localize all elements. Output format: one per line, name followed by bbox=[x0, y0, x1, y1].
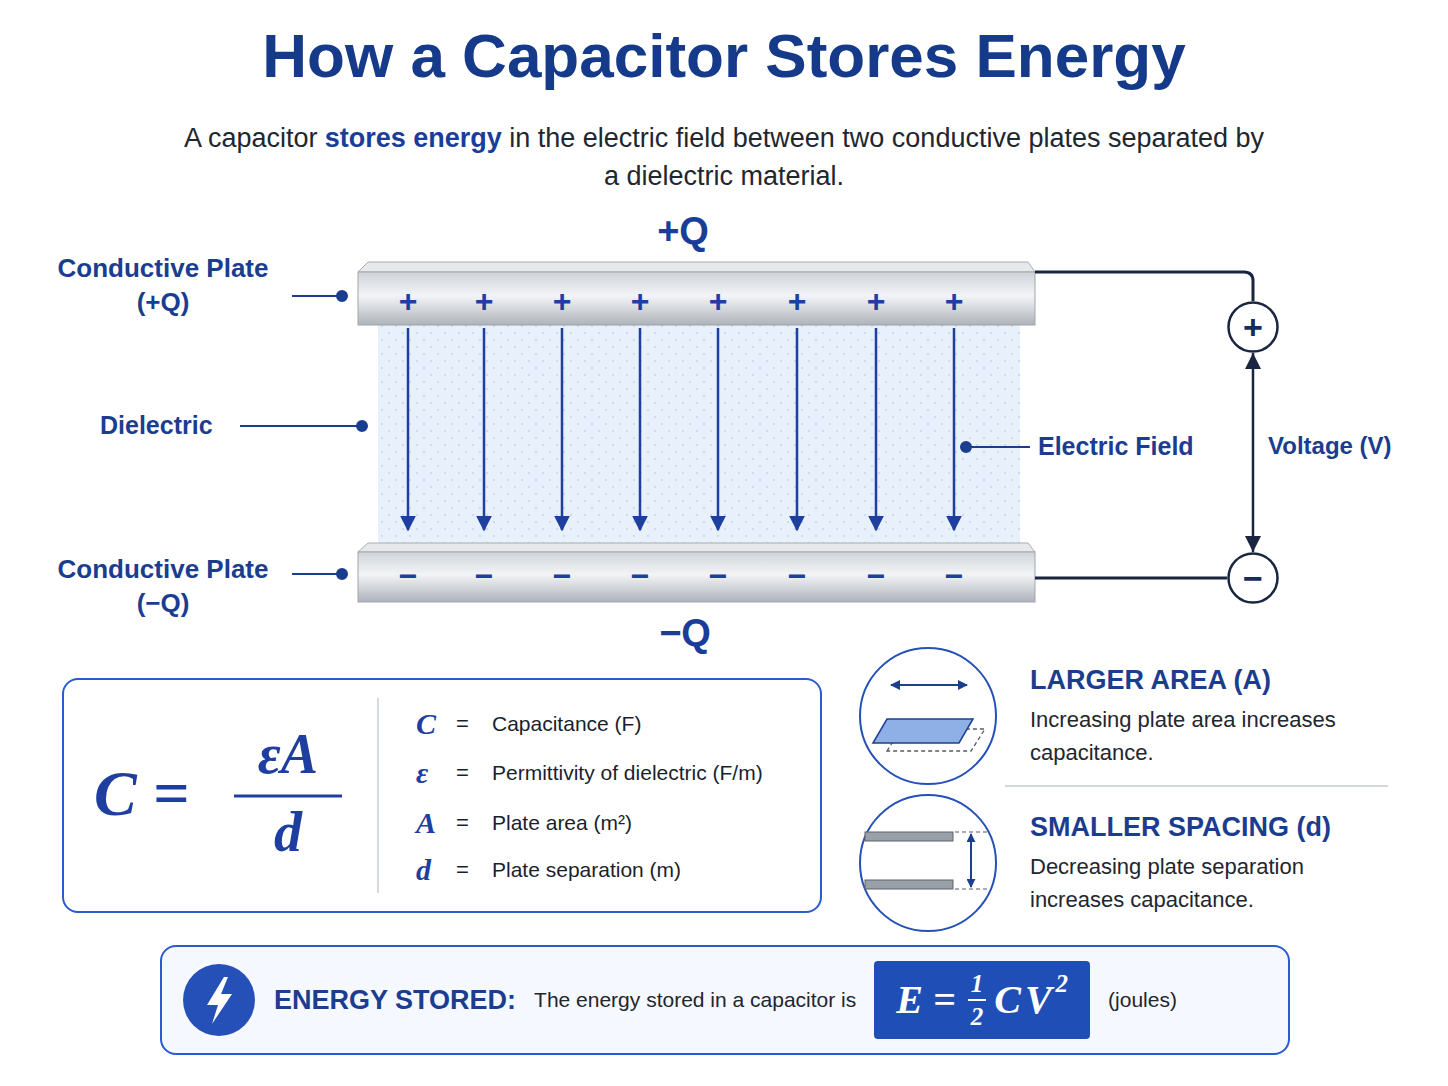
plus-sign: + bbox=[934, 285, 974, 317]
minus-sign: − bbox=[698, 560, 738, 592]
field-arrows bbox=[408, 328, 954, 530]
minus-sign: − bbox=[542, 560, 582, 592]
symbol: d bbox=[416, 855, 431, 885]
symbol: ε bbox=[416, 758, 428, 788]
dielectric-texture bbox=[378, 325, 1020, 543]
formula-text: E = bbox=[896, 980, 955, 1020]
divider-line bbox=[1005, 785, 1388, 787]
bottom-plate bbox=[358, 543, 1035, 602]
top-plate bbox=[358, 262, 1035, 325]
plus-sign: + bbox=[542, 285, 582, 317]
icon-circle bbox=[855, 792, 1005, 934]
plus-sign: + bbox=[777, 285, 817, 317]
minus-sign: − bbox=[934, 560, 974, 592]
formula-box: C = εA d C = Capacitance (F) ε = Permittivity of… bbox=[62, 678, 822, 913]
plus-sign: + bbox=[464, 285, 504, 317]
subtitle-text: A capacitor bbox=[184, 123, 318, 153]
panel-heading: LARGER AREA (A) bbox=[1030, 667, 1271, 694]
icon-circle bbox=[855, 645, 1005, 787]
terminal-circle: + bbox=[1227, 301, 1279, 353]
plate-label: Conductive Plate (+Q) bbox=[38, 252, 288, 320]
fraction-denominator: 2 bbox=[971, 1001, 984, 1029]
equals-sign: = bbox=[456, 812, 469, 834]
divider-line bbox=[377, 698, 379, 893]
terminal-sign: − bbox=[1227, 561, 1279, 595]
title: How a Capacitor Stores Energy bbox=[0, 22, 1448, 90]
definition: Permittivity of dielectric (F/m) bbox=[492, 762, 763, 783]
definition: Plate separation (m) bbox=[492, 859, 681, 880]
energy-formula-box: E =12CV2 bbox=[874, 961, 1090, 1039]
energy-text: (joules) bbox=[1108, 988, 1177, 1012]
info-panel: SMALLER SPACING (d) Decreasing plate sepa… bbox=[855, 792, 1395, 934]
definition: Plate area (m²) bbox=[492, 812, 632, 833]
equals-sign: = bbox=[456, 762, 469, 784]
symbol: A bbox=[416, 808, 436, 838]
minus-sign: − bbox=[388, 560, 428, 592]
terminal-circle: − bbox=[1227, 552, 1279, 604]
panel-body: Decreasing plate separation increases ca… bbox=[1030, 850, 1350, 916]
minus-sign: − bbox=[464, 560, 504, 592]
formula-numerator: εA bbox=[234, 726, 342, 782]
exponent: 2 bbox=[1056, 971, 1069, 996]
minus-sign: − bbox=[777, 560, 817, 592]
subtitle-text: in the electric field between two conduc… bbox=[509, 123, 1264, 191]
formula-text: CV bbox=[994, 980, 1055, 1020]
subtitle-text: stores energy bbox=[325, 123, 502, 153]
panel-heading: SMALLER SPACING (d) bbox=[1030, 814, 1331, 841]
equals-sign: = bbox=[456, 859, 469, 881]
voltage-label: Voltage (V) bbox=[1268, 434, 1392, 458]
dielectric-label: Dielectric bbox=[100, 413, 213, 438]
charge-label: −Q bbox=[635, 614, 735, 652]
minus-sign: − bbox=[620, 560, 660, 592]
plus-sign: + bbox=[620, 285, 660, 317]
voltage-arrow bbox=[1252, 353, 1255, 552]
charge-label: +Q bbox=[633, 212, 733, 250]
dielectric bbox=[378, 325, 1020, 543]
equals-sign: = bbox=[456, 713, 469, 735]
fraction-bar bbox=[234, 795, 342, 798]
plate-label: Conductive Plate (−Q) bbox=[38, 553, 288, 621]
symbol: C bbox=[416, 709, 436, 739]
energy-heading: ENERGY STORED: bbox=[274, 985, 516, 1016]
formula-text: C = bbox=[94, 762, 189, 826]
terminal-sign: + bbox=[1227, 310, 1279, 344]
plus-sign: + bbox=[388, 285, 428, 317]
field-label: Electric Field bbox=[1038, 434, 1194, 459]
fraction-numerator: 1 bbox=[968, 971, 987, 1001]
circuit-wires bbox=[1035, 272, 1253, 578]
panel-body: Increasing plate area increases capacita… bbox=[1030, 703, 1350, 769]
lightning-icon bbox=[162, 947, 272, 1053]
info-panel: LARGER AREA (A) Increasing plate area inc… bbox=[855, 645, 1395, 787]
energy-box: E =12CV2ENERGY STORED:The energy stored … bbox=[160, 945, 1290, 1055]
fraction: 12 bbox=[968, 971, 987, 1029]
formula-denominator: d bbox=[234, 804, 342, 860]
plus-sign: + bbox=[856, 285, 896, 317]
plus-sign: + bbox=[698, 285, 738, 317]
leader-lines bbox=[240, 291, 1030, 579]
definition: Capacitance (F) bbox=[492, 713, 641, 734]
subtitle: A capacitorstores energyin the electric … bbox=[174, 120, 1274, 196]
minus-sign: − bbox=[856, 560, 896, 592]
energy-text: The energy stored in a capacitor is bbox=[534, 988, 856, 1012]
